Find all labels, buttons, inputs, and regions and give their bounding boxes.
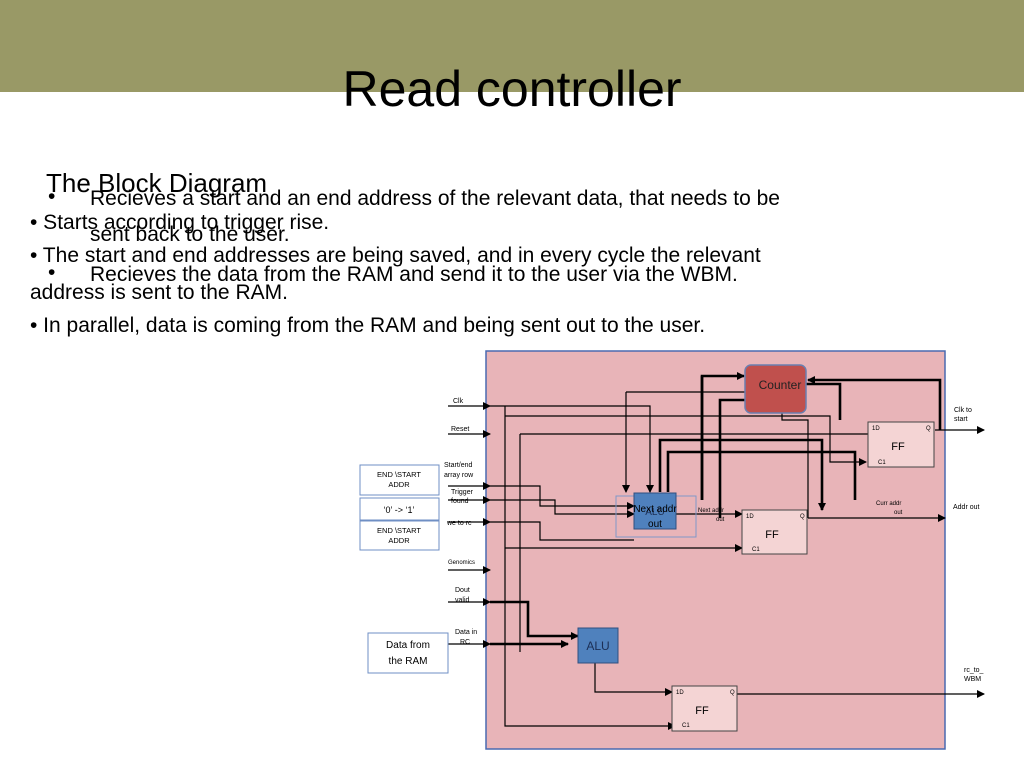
curr-addr-label-2: out [894,510,903,516]
input-start-end-label-2: array row [444,472,474,479]
wire-dout-to-alu [490,600,579,640]
slide-subtitle: The Block Diagram [46,168,268,198]
ff-bottom-d: 1D [676,690,684,696]
ff-mid-d: 1D [746,514,754,520]
output-rc-to-wbm-2: WBM [964,676,981,683]
bullet-3: • In parallel, data is coming from the R… [30,314,706,337]
input-trigger-label-1: Trigger [451,489,474,496]
input-data-in-label-1: Data in [455,629,477,636]
input-genomics-label: Genomics [448,560,475,566]
input-reset-label: Reset [451,426,469,433]
wire-trigger-to-alu [490,499,635,518]
ff-mid-q: Q [800,514,805,520]
ff-bottom-block [671,685,738,732]
bullet-2: • The start and end addresses are being … [30,244,761,267]
end-start-addr-box-2 [359,520,440,551]
overlay-bullet-1: Recieves a start and an end address of t… [90,187,780,210]
zero-to-one-label: ‘0’ -> ‘1’ [384,505,415,515]
wire-clk-to-ff-bottom [504,406,676,730]
data-from-ram-box [367,632,449,674]
wire-bold-ff [658,438,826,511]
ff-bottom-c: C1 [682,723,690,729]
overlay-bullet-2: Recieves the data from the RAM and send … [90,263,738,286]
zero-to-one-box [359,497,440,521]
end-start-addr-1-a: END \START [377,470,421,479]
wire-bold-counter-in [718,398,746,518]
input-we-label: we to rc [446,520,472,527]
ff-bottom-q: Q [730,690,735,696]
output-addr-out: Addr out [953,504,980,511]
end-start-addr-2-b: ADDR [388,536,410,545]
ff-mid-block [741,509,808,555]
ff-top-label: FF [891,441,905,453]
counter-block [744,364,807,414]
overlay-bullet-1-cont: sent back to the user. [90,223,290,246]
header-bar [0,0,1024,92]
bullet-2-cont: address is sent to the RAM. [30,281,288,304]
end-start-addr-box-1 [359,464,440,496]
ff-top-block [867,421,935,468]
diagram-panel [485,350,946,750]
ff-bottom-label: FF [695,705,709,717]
output-rc-to-wbm-1: rc_to_ [964,667,984,674]
output-clk-to-start-1: Clk to [954,407,972,414]
output-clk-to-start-2: start [954,416,968,423]
slide-title: Read controller [342,61,682,117]
counter-label: Counter [759,378,802,392]
end-start-addr-2-a: END \START [377,526,421,535]
next-addr-label-1: Next addr [633,504,677,515]
overlay-bullet-dot-2: • [48,261,56,284]
input-clk-label: Clk [453,398,464,405]
wire-feedback-to-counter [807,376,942,430]
next-addr-label-2: out [648,519,662,530]
input-start-end-label-1: Start/end [444,462,473,469]
input-dout-label-1: Dout [455,587,470,594]
curr-addr-label-1: Curr addr [876,501,901,507]
data-from-ram-2: the RAM [389,656,428,667]
ff-top-d: 1D [872,426,880,432]
wire-bold-ff-2 [666,450,857,500]
ff-mid-c: C1 [752,547,760,553]
end-start-addr-1-b: ADDR [388,480,410,489]
input-dout-label-2: valid [455,597,470,604]
next-addr-signal-2: out [716,517,725,523]
wire-clk-to-alu [490,405,654,493]
next-addr-signal-1: Next addr [698,508,724,514]
alu-top-label: ALU [645,507,664,518]
wire-alu-to-ff [594,663,673,696]
alu-bottom-label: ALU [586,639,609,653]
input-trigger-label-2: found [451,498,469,505]
ff-top-c: C1 [878,460,886,466]
input-data-in-label-2: RC [460,639,470,646]
alu-top-block [633,492,677,530]
bullet-1: • Starts according to trigger rise. [30,211,330,234]
wire-counter-out [805,382,842,420]
wire-start-to-alu [490,485,635,510]
ff-mid-label: FF [765,529,779,541]
alu-bottom-block [577,627,619,664]
overlay-bullet-dot-1: • [48,185,56,208]
data-from-ram-1: Data from [386,640,430,651]
wire-we-to-alu [490,521,634,541]
wire-clk-to-ff-top [505,415,867,466]
ff-top-q: Q [926,426,931,432]
